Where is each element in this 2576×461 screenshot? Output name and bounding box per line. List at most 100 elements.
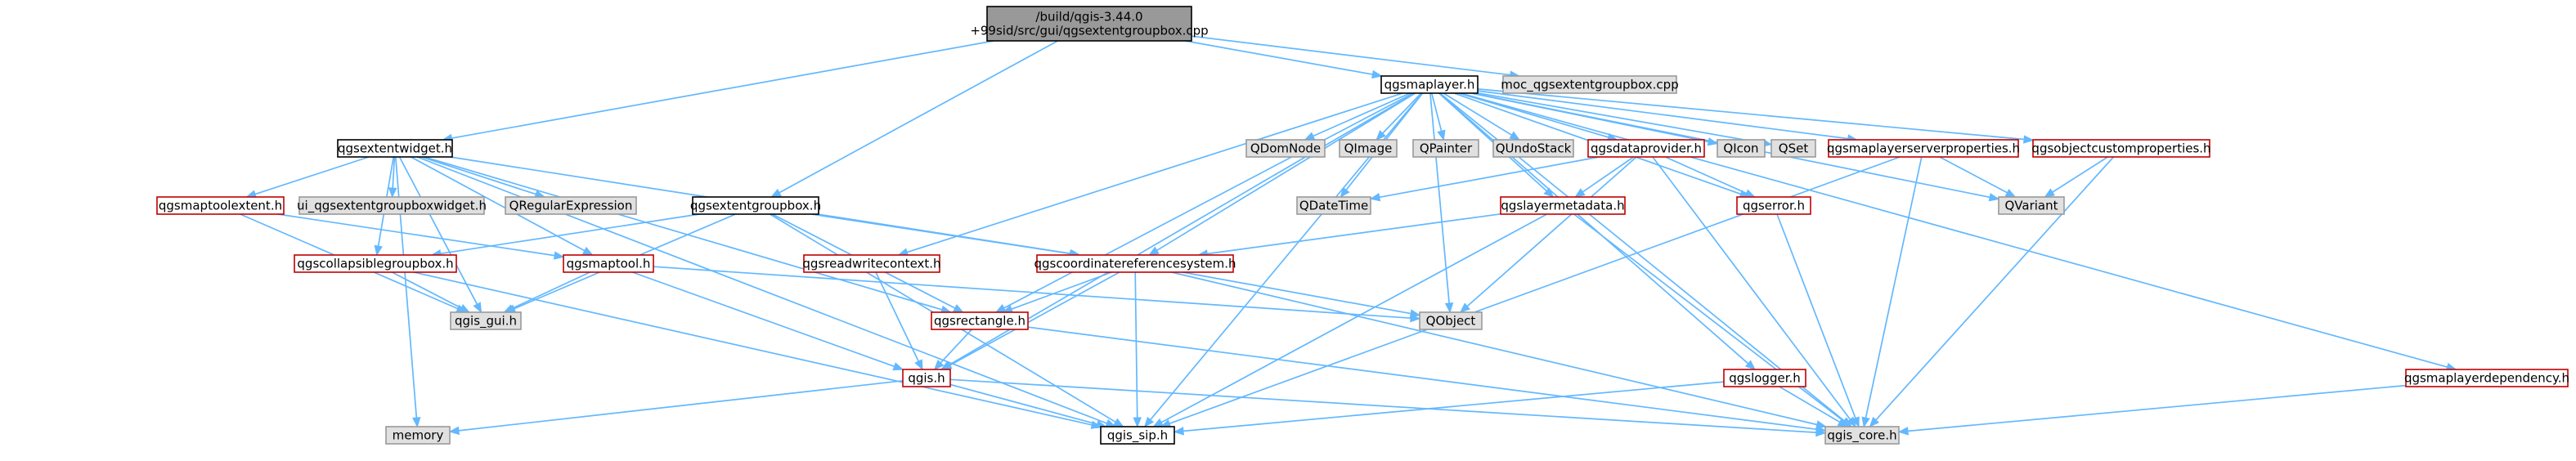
node-label: QPainter [1420,141,1473,156]
node-box [1723,369,1806,387]
node-box [2405,369,2569,387]
edge-line [277,213,555,257]
edge-arrowhead [459,304,470,313]
node-qdatetime[interactable]: QDateTime [1296,196,1371,215]
edge-line [1160,213,1548,423]
edge-arrowhead [1112,418,1124,427]
node-qgiscore[interactable]: qgis_core.h [1824,426,1900,445]
node-serverprops[interactable]: qgsmaplayerserverproperties.h [1827,139,2020,158]
edge-line [1939,156,2008,194]
node-qdomnode[interactable]: QDomNode [1245,139,1326,158]
edge-arrowhead [1861,416,1870,428]
edge-serverprops-to-qvariant [1939,156,2017,198]
node-extentwidget[interactable]: qgsextentwidget.h [337,139,453,158]
edge-line [1779,386,1841,423]
edge-line [949,378,1817,433]
node-crs[interactable]: qgscoordinatereferencesystem.h [1034,254,1236,273]
node-box [1770,139,1816,158]
edge-arrowhead [1869,416,1880,427]
edge-layermetadata-to-qgissip [1152,213,1548,427]
node-groupbox[interactable]: qgsextentgroupbox.h [690,196,821,215]
edge-arrowhead [2004,189,2017,198]
edge-maptoolextent-to-maptool [277,213,565,260]
edge-extentwidget-to-qgisgui [398,156,482,314]
edge-arrowhead [914,359,923,371]
edge-line [394,156,418,418]
node-qgisgui[interactable]: qgis_gui.h [450,311,522,330]
edge-line [906,92,1403,253]
node-maptool[interactable]: qgsmaptool.h [563,254,654,273]
edge-maplayer-to-qpainter [1430,92,1446,141]
edge-layermetadata-to-crs [1196,213,1501,258]
node-qpainter[interactable]: QPainter [1412,139,1479,158]
edge-line [1665,156,1747,195]
node-label: qgsmaplayer.h [1384,78,1475,92]
edge-root-to-groupbox [770,40,1058,198]
node-box [298,196,485,215]
node-label: QIcon [1723,141,1758,156]
node-logger[interactable]: qgslogger.h [1723,369,1806,387]
node-box [1339,139,1398,158]
node-layermetadata[interactable]: qgslayermetadata.h [1500,196,1626,215]
edge-arrowhead [933,360,945,370]
edge-line [1582,156,1635,193]
edge-arrowhead [2044,188,2056,198]
edge-line [440,213,700,255]
edge-maptool-to-qgisgui [503,271,590,313]
edge-arrowhead [448,426,460,436]
node-qobject[interactable]: QObject [1419,311,1483,330]
edge-arrowhead [1459,302,1470,313]
edge-maplayer-to-readwrite [897,92,1403,257]
edge-maplayer-to-logger [1438,92,1756,370]
edge-line [940,329,972,364]
node-dataprovider[interactable]: qgsdataprovider.h [1587,139,1705,158]
edge-line [398,156,478,305]
node-collapsible[interactable]: qgscollapsiblegroupbox.h [294,254,457,273]
edge-arrowhead [412,417,421,428]
edge-qgis-to-qgissip [949,383,1107,429]
node-label: qgslayermetadata.h [1501,199,1624,213]
edge-line [254,156,370,195]
edge-customprops-to-qvariant [2044,156,2108,198]
node-box [1998,196,2065,215]
edge-arrowhead [388,187,397,199]
node-label: qgsreadwritecontext.h [802,257,940,271]
edge-arrowhead [1371,69,1383,79]
node-dependency[interactable]: qgsmaplayerdependency.h [2404,369,2569,387]
node-readwrite[interactable]: qgsreadwritecontext.h [802,254,941,273]
edge-line [1776,213,1856,419]
edge-line [1477,88,2025,141]
node-maplayer[interactable]: qgsmaplayer.h [1380,75,1479,94]
node-memory[interactable]: memory [385,426,451,445]
node-moc[interactable]: moc_qgsextentgroupbox.cpp [1501,75,1679,94]
node-root[interactable]: /build/qgis-3.44.0+99sid/src/gui/qgsexte… [970,6,1209,42]
edge-line [949,271,1120,366]
node-qicon[interactable]: QIcon [1717,139,1766,158]
node-maptoolextent[interactable]: qgsmaptoolextent.h [156,196,285,215]
node-label: qgsmaplayerdependency.h [2404,371,2569,386]
edge-line [1379,156,1600,199]
node-qgissip[interactable]: qgis_sip.h [1100,426,1175,445]
node-qset[interactable]: QSet [1770,139,1816,158]
node-box [294,254,457,273]
edge-arrowhead [1744,360,1756,370]
node-customprops[interactable]: qgsobjectcustomproperties.h [2031,139,2211,158]
node-label: ui_qgsextentgroupboxwidget.h [297,199,487,214]
node-label: qgis.h [908,371,945,386]
edge-line [875,271,919,362]
node-qgis[interactable]: qgis.h [902,369,951,387]
node-qimage[interactable]: QImage [1339,139,1398,158]
edge-rectangle-to-qgis [933,329,972,370]
edge-line [779,40,1058,194]
node-box [1036,254,1234,273]
node-error[interactable]: qgserror.h [1736,196,1811,215]
edge-root-to-moc [1191,35,1521,79]
node-ui[interactable]: ui_qgsextentgroupboxwidget.h [297,196,487,215]
node-qundostack[interactable]: QUndoStack [1492,139,1574,158]
node-qregexp[interactable]: QRegularExpression [505,196,637,215]
node-rectangle[interactable]: qgsrectangle.h [931,311,1029,330]
edge-line [1443,92,1512,136]
node-qvariant[interactable]: QVariant [1998,196,2065,215]
node-box [1380,75,1479,94]
edge-line [391,271,462,309]
